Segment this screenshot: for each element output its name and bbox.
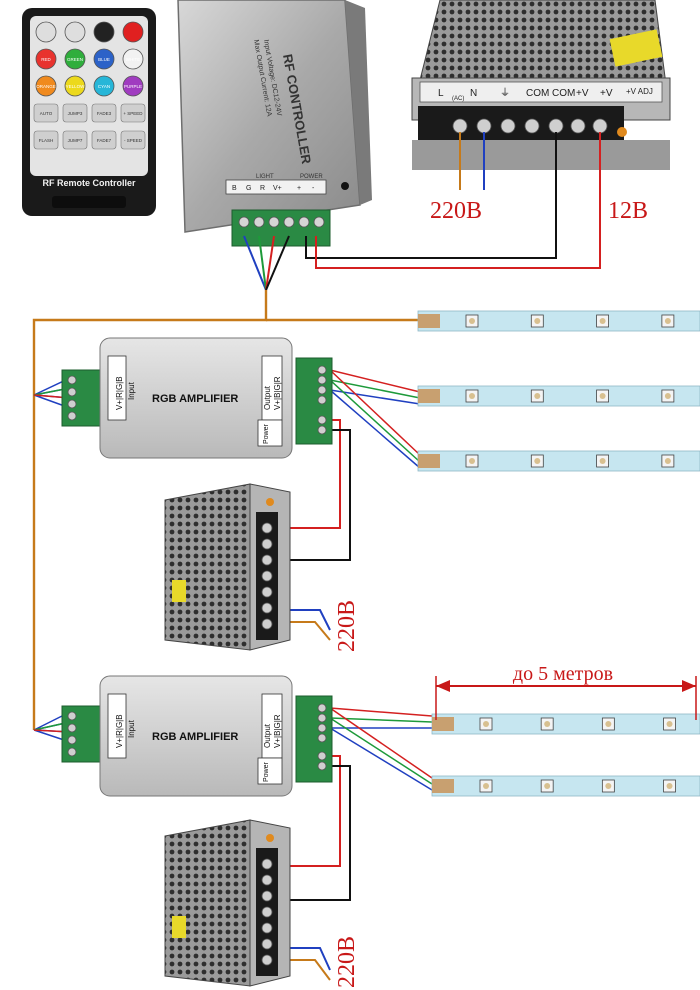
remote-button[interactable]: AUTO	[33, 103, 59, 123]
remote-button-label: YELLOW	[66, 84, 86, 89]
remote-button-label: CYAN	[98, 84, 110, 89]
length-dimension: до 5 метров	[435, 663, 697, 720]
psu-terminal-label: N	[470, 88, 477, 99]
psu-terminal-label: +V	[576, 88, 589, 99]
remote-button[interactable]	[35, 21, 57, 43]
psu-terminal-label: ⏚	[500, 87, 510, 99]
led-strips	[417, 310, 700, 797]
remote-button-label: FADE3	[97, 111, 112, 116]
amp1-input-label: Input	[127, 381, 136, 400]
controller-pin-b: B	[232, 185, 237, 192]
amp1-input-pins: V+|R|G|B	[115, 376, 124, 410]
rf-controller: RF CONTROLLER Input Voltage: DC12-24V Ma…	[177, 0, 372, 247]
mains-label-mid: 220В	[334, 600, 360, 652]
mains-label-bottom: 220В	[334, 936, 360, 988]
remote-button-label: FLASH	[39, 138, 54, 143]
remote-button-label: WHITE	[126, 57, 141, 62]
remote-button-label: FADE7	[97, 138, 112, 143]
dc-label-top: 12В	[608, 198, 648, 224]
controller-pin-r: R	[260, 185, 265, 192]
remote-button[interactable]: BLUE	[93, 48, 115, 70]
controller-pin-minus: -	[312, 185, 315, 192]
amp1-power-label: Power	[263, 423, 270, 444]
amp2-output-label: Output	[263, 723, 272, 748]
remote-button[interactable]: ORANGE	[35, 75, 57, 97]
psu-terminal-label: +V	[600, 88, 613, 99]
remote-title: RF Remote Controller	[42, 178, 136, 188]
amp1-output-label: Output	[263, 385, 272, 410]
remote-button[interactable]: FADE3	[91, 103, 117, 123]
led-strip	[417, 450, 700, 472]
remote-button-label: GREEN	[67, 57, 83, 62]
dc-wire-negative	[305, 132, 557, 259]
rf-remote: RED GREEN BLUE WHITE ORANGE YELLOW CYAN PURPLE A…	[22, 8, 156, 216]
remote-button-grid: RED GREEN BLUE WHITE ORANGE YELLOW CYAN PURPLE A…	[33, 21, 146, 150]
antenna-socket	[341, 182, 349, 190]
remote-button[interactable]	[122, 21, 144, 43]
remote-button-label: JUMP3	[68, 111, 83, 116]
controller-pin-g: G	[246, 185, 251, 192]
controller-power-label: POWER	[300, 174, 323, 180]
remote-button[interactable]: + SPEED	[120, 103, 146, 123]
controller-pin-v: V+	[273, 185, 282, 192]
psu-amplifier-2	[164, 819, 291, 987]
remote-button[interactable]: RED	[35, 48, 57, 70]
remote-button-label: PURPLE	[124, 84, 142, 89]
psu-ac-label: (AC)	[452, 96, 464, 102]
controller-light-label: LIGHT	[256, 174, 274, 180]
remote-button-label: JUMP7	[68, 138, 83, 143]
remote-button[interactable]	[64, 21, 86, 43]
led-strip	[417, 385, 700, 407]
led-strip	[417, 310, 700, 332]
amp2-title: RGB AMPLIFIER	[152, 731, 238, 743]
psu-adj-label: +V ADJ	[626, 87, 653, 96]
remote-button[interactable]: WHITE	[122, 48, 144, 70]
remote-button[interactable]: CYAN	[93, 75, 115, 97]
remote-button[interactable]: FADE7	[91, 130, 117, 150]
remote-button-label: BLUE	[98, 57, 110, 62]
length-label: до 5 метров	[513, 663, 613, 685]
amp2-power-label: Power	[263, 761, 270, 782]
led-strip	[431, 775, 700, 797]
remote-button[interactable]: JUMP3	[62, 103, 88, 123]
amp2-output-pins: V+|B|G|R	[273, 714, 282, 748]
remote-button[interactable]: FLASH	[33, 130, 59, 150]
remote-button[interactable]: - SPEED	[120, 130, 146, 150]
psu-terminal-label: L	[438, 88, 444, 99]
rgb-amplifier-2: V+|R|G|B Input RGB AMPLIFIER Output V+|B…	[61, 675, 333, 797]
controller-pin-plus: +	[297, 185, 301, 192]
remote-button-label: AUTO	[40, 111, 53, 116]
psu-terminal-label: COM	[526, 88, 549, 99]
remote-button[interactable]	[93, 21, 115, 43]
signal-trunk	[32, 290, 268, 730]
remote-button[interactable]: PURPLE	[122, 75, 144, 97]
remote-button[interactable]: GREEN	[64, 48, 86, 70]
amp2-input-pins: V+|R|G|B	[115, 714, 124, 748]
dc-wire-positive	[315, 132, 601, 269]
remote-button-label: ORANGE	[36, 84, 56, 89]
amp1-output-pins: V+|B|G|R	[273, 376, 282, 410]
amp2-input-label: Input	[127, 719, 136, 738]
remote-button-label: - SPEED	[124, 138, 143, 143]
remote-button[interactable]: YELLOW	[64, 75, 86, 97]
remote-button-label: RED	[41, 57, 51, 62]
psu-amplifier-1	[164, 483, 291, 651]
led-strip	[431, 713, 700, 735]
remote-button-label: + SPEED	[123, 111, 143, 116]
psu-terminal-label: COM	[552, 88, 575, 99]
rgb-amplifier-1: V+|R|G|B Input RGB AMPLIFIER Output V+|B…	[61, 337, 333, 459]
remote-button[interactable]: JUMP7	[62, 130, 88, 150]
mains-label-top: 220В	[430, 198, 482, 224]
amp1-title: RGB AMPLIFIER	[152, 393, 238, 405]
